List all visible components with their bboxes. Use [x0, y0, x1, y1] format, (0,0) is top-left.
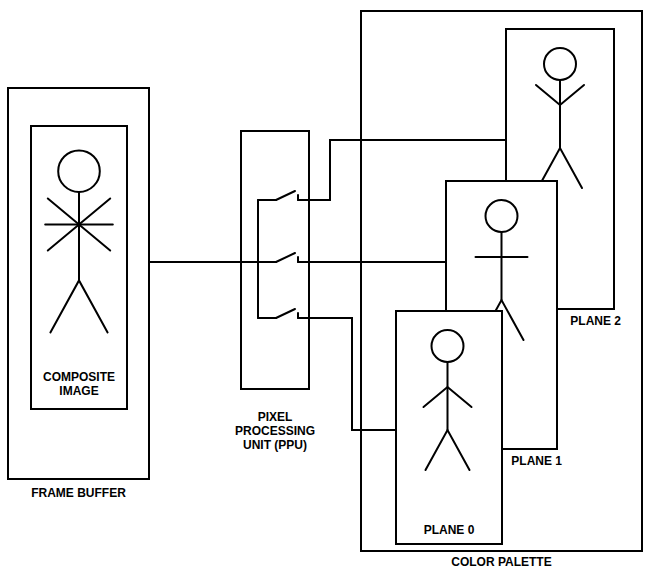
ppu-box: PIXEL PROCESSING UNIT (PPU): [240, 130, 310, 390]
box-label: COMPOSITE IMAGE: [34, 370, 124, 398]
plane-label: PLANE 0: [399, 523, 499, 537]
bus-wire: [257, 200, 259, 318]
color-palette-box: PLANE 2PLANE 1PLANE 0COLOR PALETTE: [360, 10, 643, 552]
plane-label: PLANE 1: [511, 454, 562, 468]
stick-figure: [32, 127, 130, 412]
box-label: FRAME BUFFER: [9, 486, 149, 500]
stick-figure: [397, 312, 502, 547]
plane-box: PLANE 0: [395, 310, 503, 545]
frame-buffer-box: COMPOSITE IMAGEFRAME BUFFER: [7, 87, 150, 480]
plane-label: PLANE 2: [570, 314, 621, 328]
box-label: COLOR PALETTE: [402, 555, 602, 569]
switch-symbol: [258, 309, 310, 318]
bus-wire: [240, 261, 258, 263]
composite-image-box: COMPOSITE IMAGE: [30, 125, 128, 410]
switch-symbol: [258, 191, 310, 200]
box-label: PIXEL PROCESSING UNIT (PPU): [229, 410, 321, 452]
switch-symbol: [258, 253, 310, 262]
connector-wire: [150, 261, 240, 263]
connector-wire: [310, 318, 395, 430]
connector-wire: [310, 261, 445, 263]
